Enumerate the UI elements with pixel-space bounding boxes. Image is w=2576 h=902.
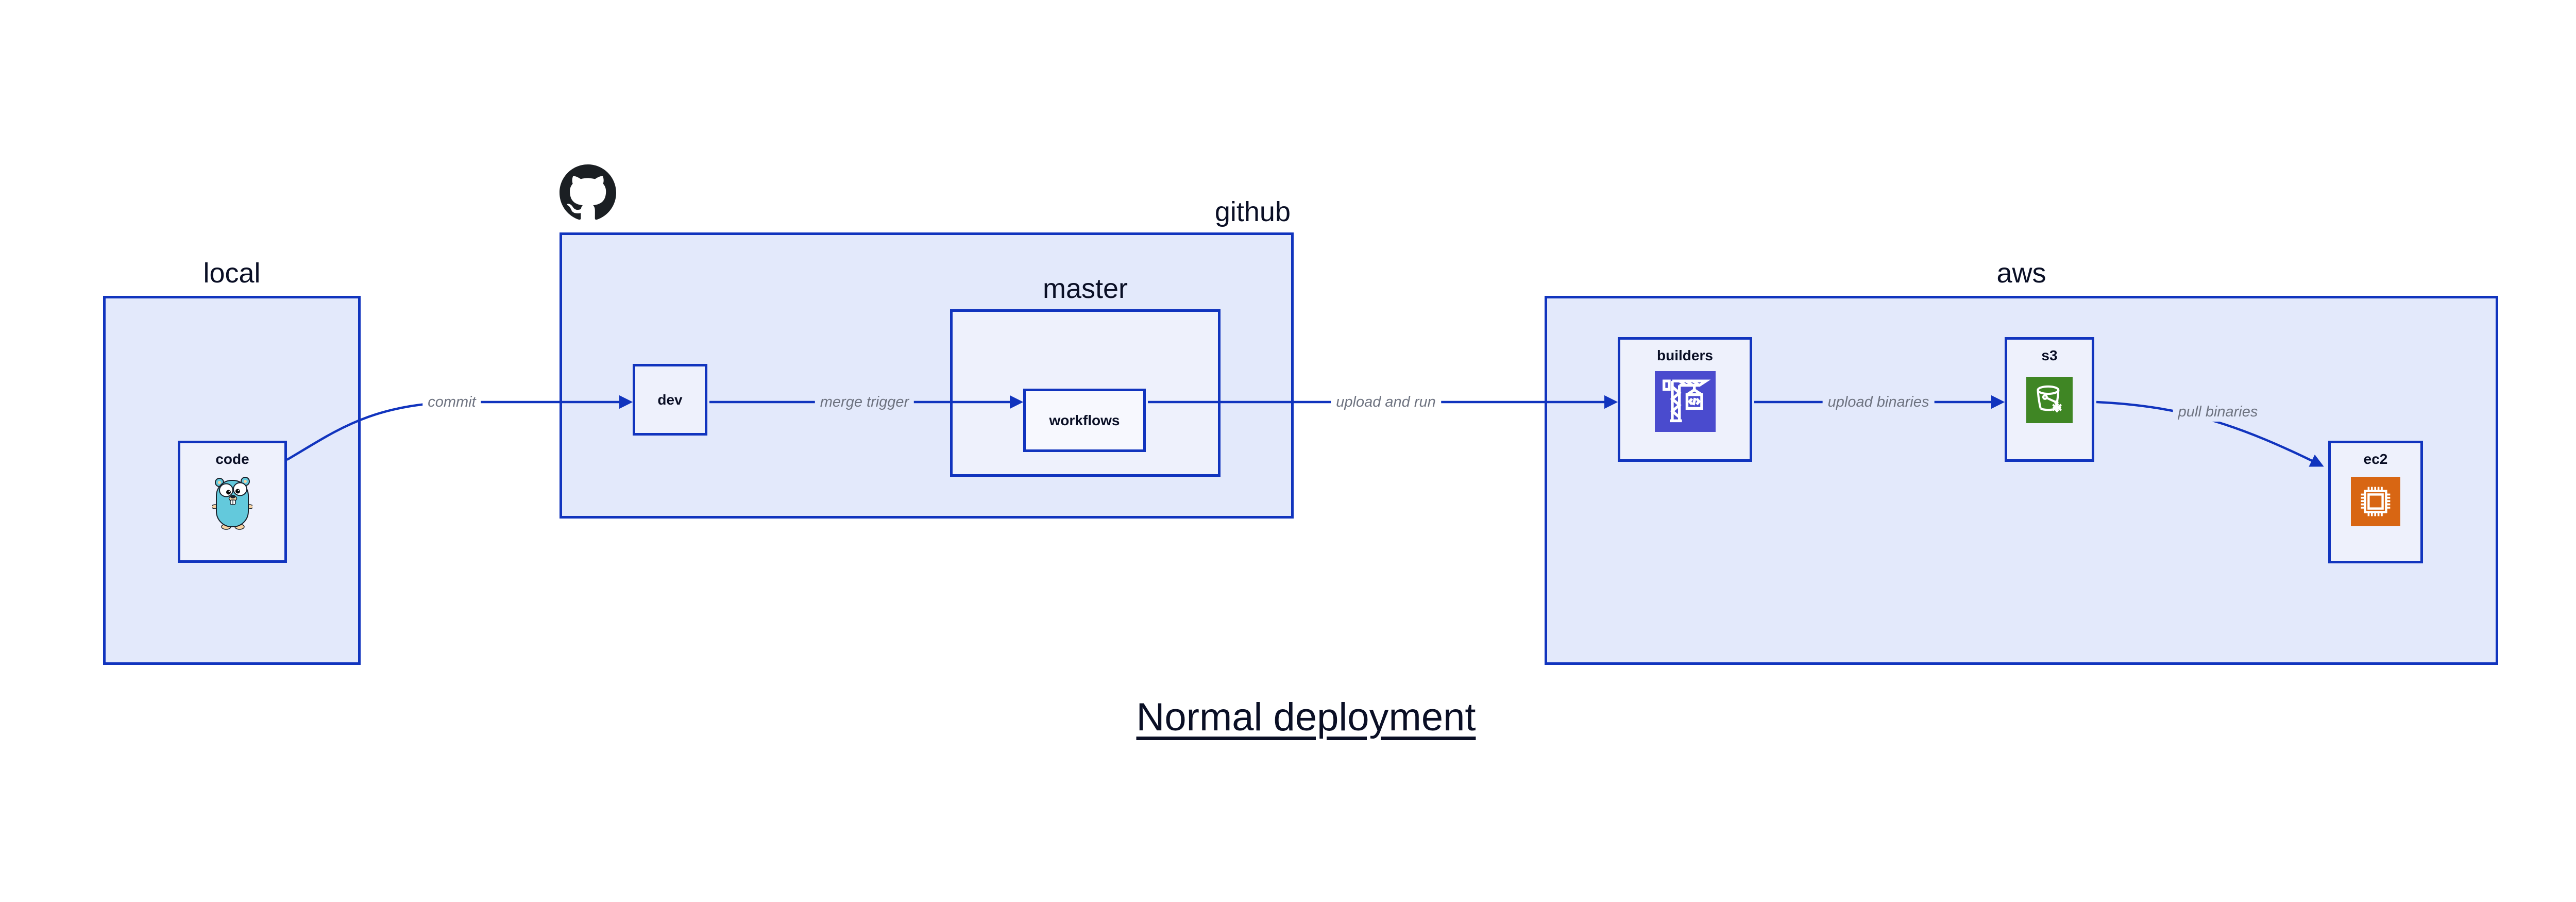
aws-s3-bucket-icon <box>2026 377 2073 423</box>
aws-container-label: aws <box>1996 258 2046 289</box>
node-code: code <box>178 441 287 563</box>
edge-label-commit: commit <box>422 392 481 412</box>
node-builders-label: builders <box>1657 347 1713 363</box>
edge-label-upload-binaries: upload binaries <box>1822 392 1935 412</box>
edge-label-upload-and-run: upload and run <box>1331 392 1441 412</box>
master-container-label: master <box>1042 273 1128 304</box>
node-dev-label: dev <box>657 391 683 408</box>
node-builders: builders <box>1618 337 1752 462</box>
github-container-label: github <box>1214 196 1291 227</box>
node-ec2: ec2 <box>2328 441 2423 563</box>
node-s3: s3 <box>2005 337 2094 462</box>
aws-ec2-chip-icon <box>2351 477 2400 526</box>
local-container-label: local <box>203 258 261 289</box>
diagram-title: Normal deployment <box>1136 695 1476 739</box>
node-workflows-label: workflows <box>1049 412 1120 428</box>
node-dev: dev <box>633 364 707 436</box>
edge-label-merge-trigger: merge trigger <box>815 392 914 412</box>
edge-label-pull-binaries: pull binaries <box>2173 402 2263 422</box>
go-gopher-icon <box>212 477 252 530</box>
aws-codebuild-crane-icon <box>1654 371 1716 432</box>
github-octocat-icon <box>560 164 616 220</box>
node-ec2-label: ec2 <box>2363 451 2388 467</box>
node-workflows: workflows <box>1023 389 1146 452</box>
node-s3-label: s3 <box>2041 347 2058 363</box>
node-code-label: code <box>215 451 249 467</box>
